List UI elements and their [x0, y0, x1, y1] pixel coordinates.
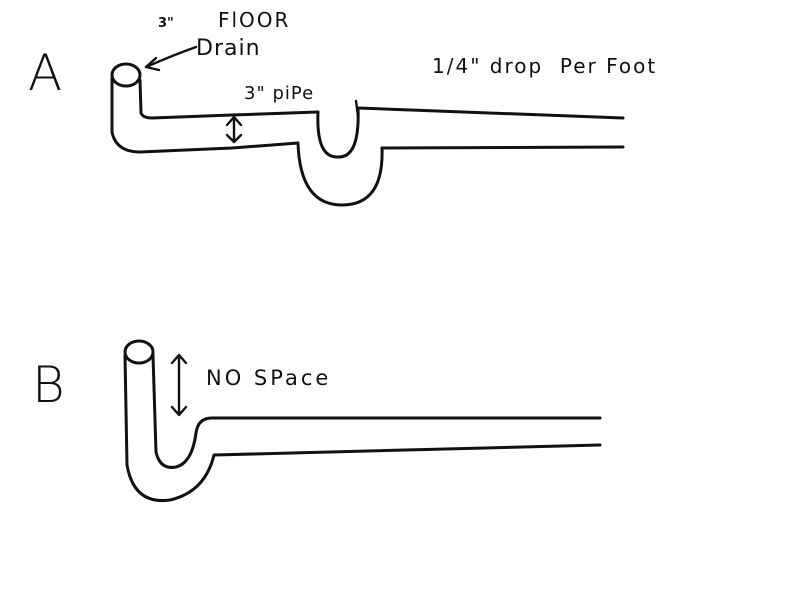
- pipe-a-outer-wall: [110, 76, 300, 154]
- no-space-label: NO SPace: [206, 366, 331, 390]
- floor-prefix-label: 3": [158, 16, 174, 31]
- floor-label: FlOOR: [218, 8, 290, 32]
- drain-pointer-arrowhead: [144, 56, 161, 72]
- pipe-size-label: 3" piPe: [244, 83, 314, 104]
- diagram-a: A 3" FlOOR Drain 3" piPe 1/4" drop Per F…: [28, 8, 657, 207]
- slope-label: 1/4" drop Per Foot: [432, 54, 657, 78]
- drain-label: Drain: [196, 36, 261, 61]
- diagram-b-letter: B: [32, 356, 65, 414]
- diagram-b: B NO SPace: [32, 339, 602, 503]
- pipe-b-inner-wall: [151, 353, 602, 469]
- pipe-b-outer-wall: [123, 353, 602, 503]
- drain-opening-a: [110, 62, 142, 88]
- drain-pointer-arrow: [144, 45, 198, 69]
- no-space-arrow: [170, 353, 188, 417]
- pipe-a-inner-wall: [138, 78, 320, 120]
- pipe-a-run-bottom: [380, 145, 625, 150]
- p-trap-inner: [316, 106, 360, 159]
- pipe-a-run-top: [356, 106, 625, 120]
- diagram-a-letter: A: [28, 44, 62, 102]
- pipe-diameter-arrow: [225, 115, 243, 144]
- p-trap-outer: [296, 141, 384, 207]
- drain-opening-b: [123, 339, 155, 365]
